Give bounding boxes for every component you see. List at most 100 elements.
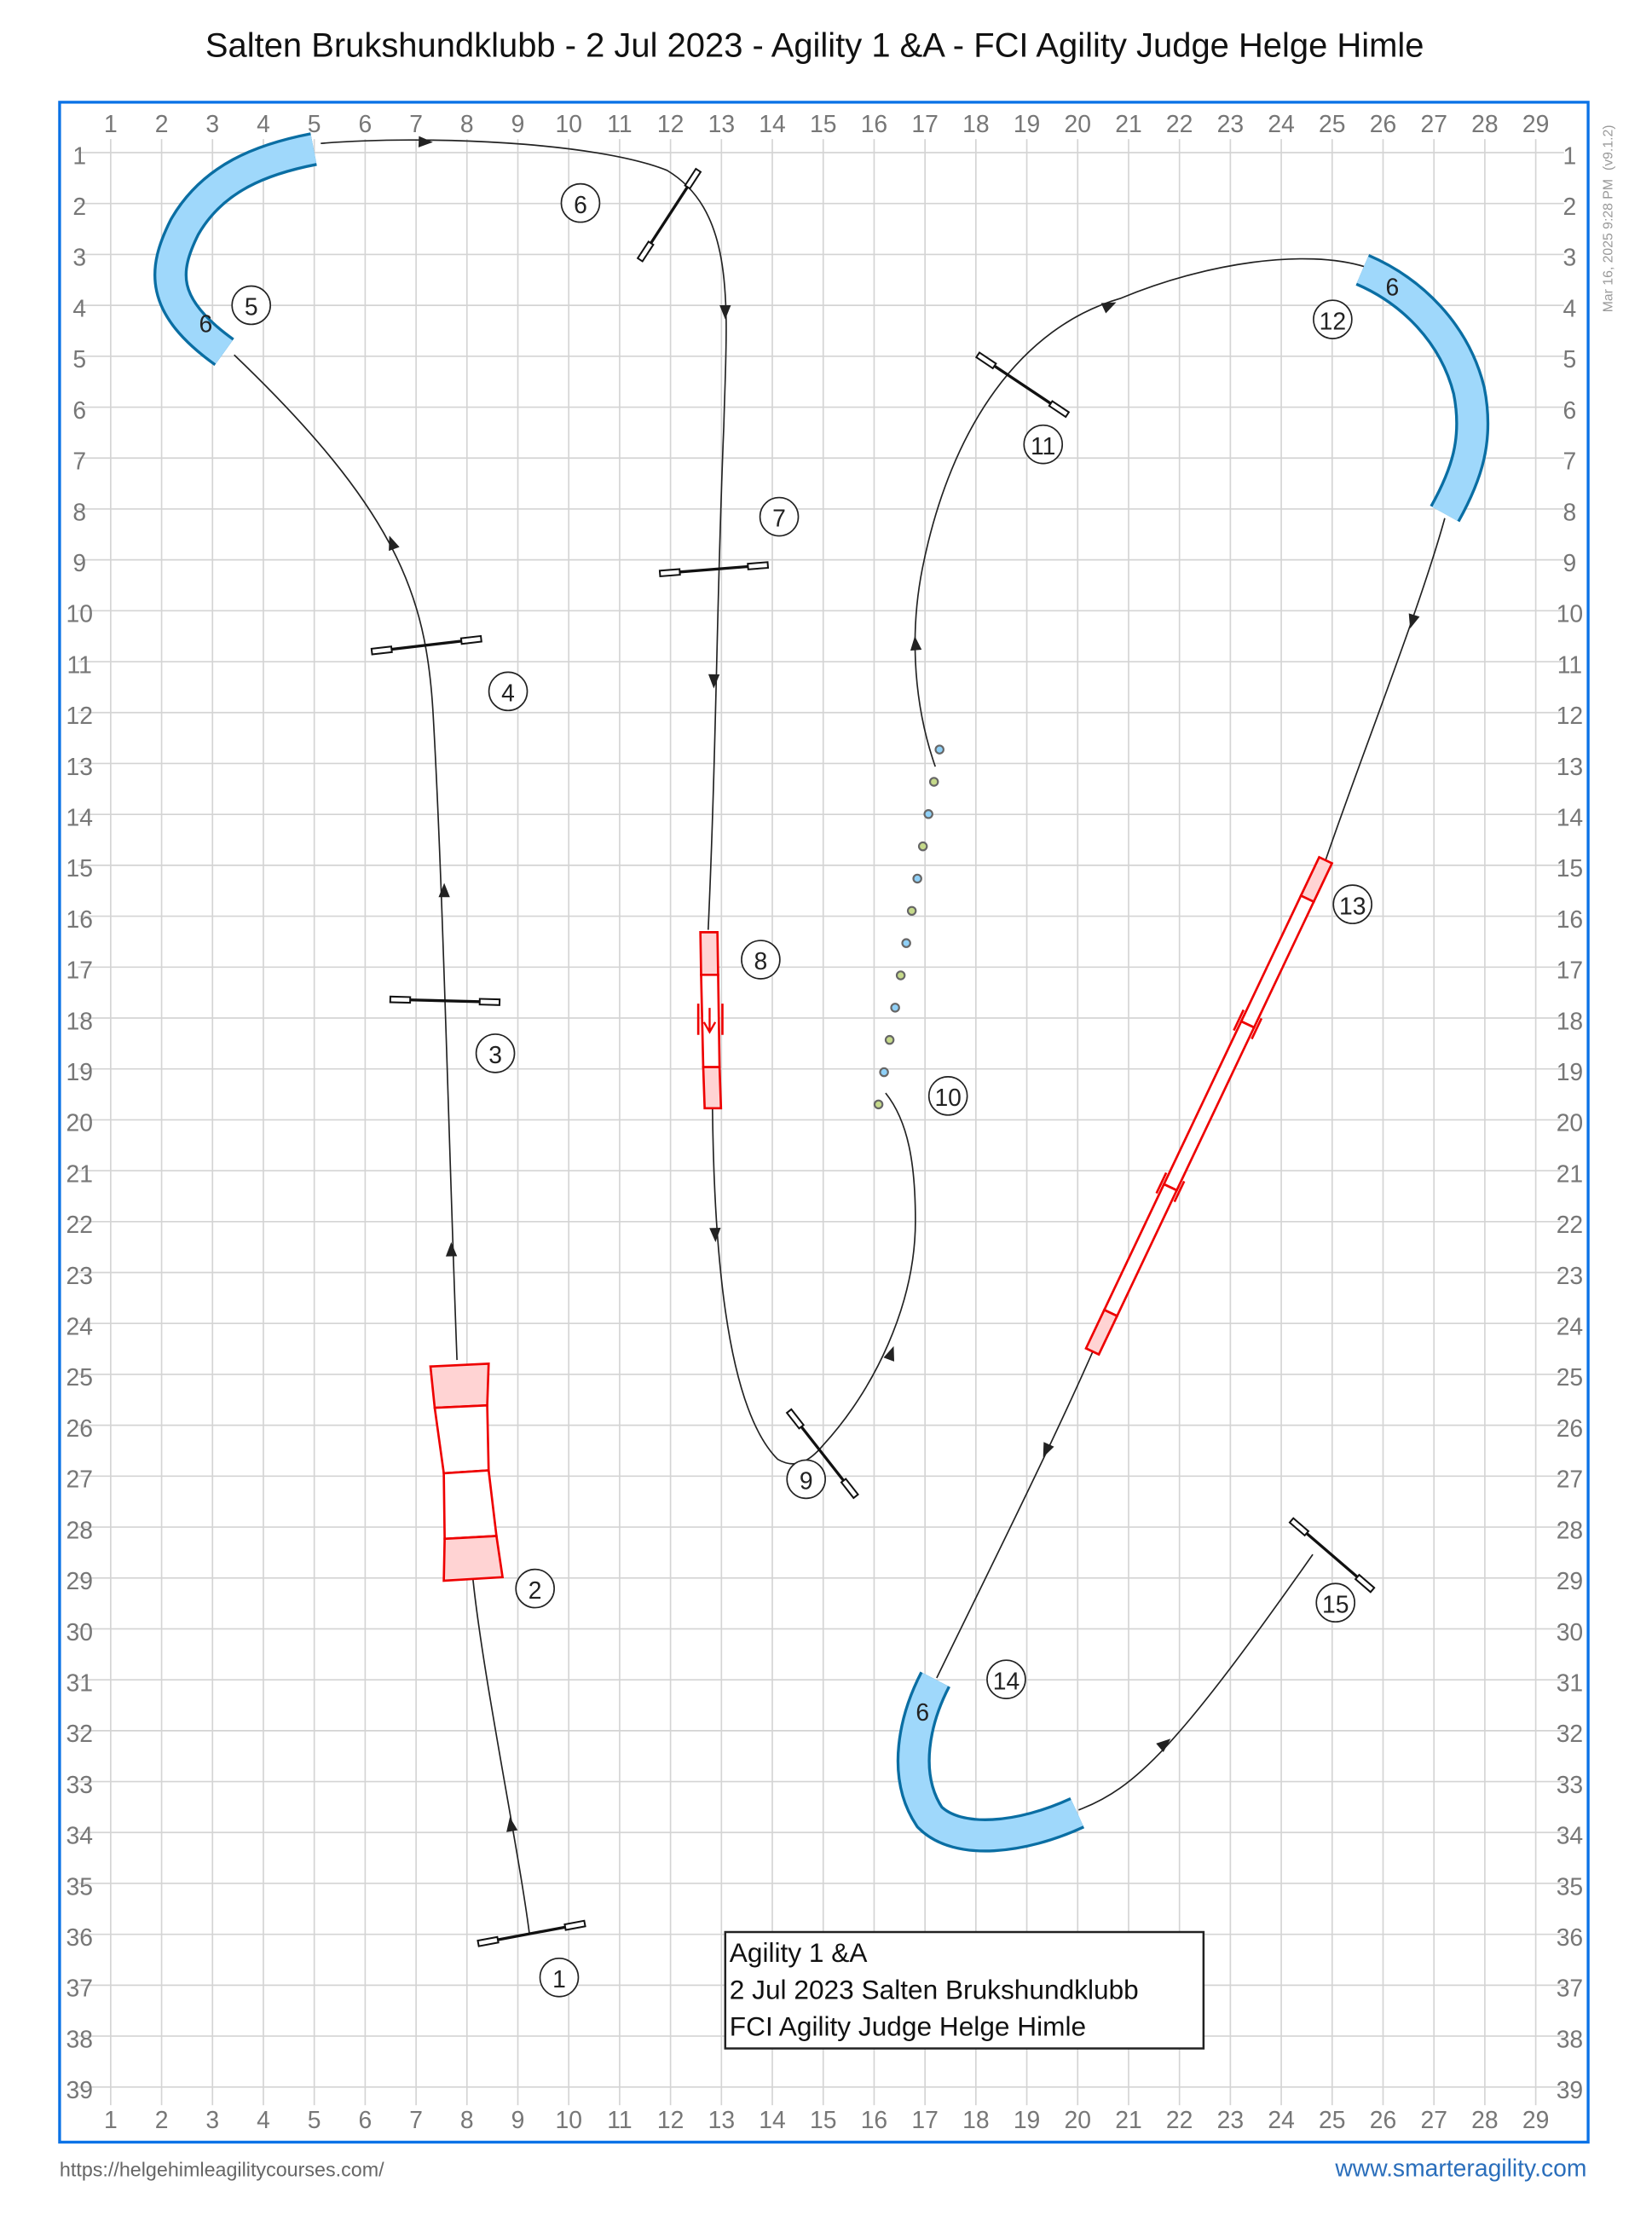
column-label-bottom: 17 [911, 2106, 938, 2133]
row-label-right: 28 [1557, 1516, 1583, 1543]
weave-pole [890, 1003, 900, 1013]
timestamp: Mar 16, 2025 9:28 PM (v9.1.2) [1601, 124, 1615, 312]
weave-pole [901, 938, 911, 948]
info-class: Agility 1 &A [730, 1937, 869, 1968]
weave-pole [879, 1067, 889, 1078]
column-label-top: 21 [1115, 110, 1141, 137]
arrow-icon [883, 1345, 894, 1362]
arrow-icon [1156, 1738, 1171, 1753]
obstacle-number-text: 10 [934, 1084, 961, 1111]
row-label-left: 15 [66, 854, 92, 882]
arrow-icon [708, 674, 720, 689]
row-label-right: 16 [1557, 905, 1583, 933]
row-label-right: 12 [1557, 702, 1583, 729]
path-12-13 [1325, 518, 1446, 861]
column-label-bottom: 9 [511, 2106, 525, 2133]
column-label-top: 2 [155, 110, 169, 137]
version-text: (v9.1.2) [1601, 124, 1615, 171]
column-label-top: 17 [911, 110, 938, 137]
obstacle-number-8: 8 [741, 940, 781, 980]
obstacle-number-text: 13 [1339, 892, 1366, 919]
footer-url[interactable]: https://helgehimleagilitycourses.com/ [60, 2158, 384, 2180]
tunnel-length-label: 6 [916, 1698, 929, 1726]
weave-pole [912, 873, 922, 884]
row-label-left: 18 [66, 1007, 92, 1034]
column-label-bottom: 26 [1370, 2106, 1396, 2133]
row-label-left: 39 [66, 2076, 92, 2103]
column-label-top: 20 [1065, 110, 1091, 137]
column-label-top: 8 [460, 110, 474, 137]
row-label-left: 6 [72, 396, 86, 424]
seesaw-8 [696, 931, 724, 1110]
obstacle-number-text: 14 [993, 1667, 1020, 1694]
row-label-left: 29 [66, 1567, 92, 1594]
row-label-left: 17 [66, 957, 92, 984]
info-box: Agility 1 &A 2 Jul 2023 Salten Brukshund… [724, 1930, 1205, 2050]
seesaw-direction-arrow [702, 1008, 717, 1034]
row-label-right: 1 [1563, 142, 1577, 169]
row-label-left: 34 [66, 1822, 92, 1849]
tunnel-length-label: 6 [1385, 273, 1399, 300]
timestamp-text: Mar 16, 2025 9:28 PM [1601, 179, 1615, 312]
row-label-left: 5 [72, 345, 86, 373]
row-label-left: 11 [67, 651, 92, 678]
row-label-left: 10 [66, 600, 92, 628]
footer-brand-link[interactable]: www.smarteragility.com [1334, 2154, 1586, 2181]
jump-wing [840, 1478, 859, 1500]
column-label-bottom: 6 [359, 2106, 373, 2133]
column-label-bottom: 25 [1319, 2106, 1345, 2133]
column-label-bottom: 2 [155, 2106, 169, 2133]
obstacle-number-text: 6 [574, 191, 587, 218]
jump-wing [563, 1919, 586, 1931]
row-label-left: 3 [72, 244, 86, 271]
row-label-left: 13 [66, 753, 92, 780]
page-title: Salten Brukshundklubb - 2 Jul 2023 - Agi… [205, 27, 1424, 65]
row-label-left: 26 [66, 1414, 92, 1442]
row-label-left: 22 [66, 1211, 92, 1238]
row-label-right: 20 [1557, 1109, 1583, 1137]
obstacle-number-text: 12 [1320, 307, 1346, 334]
column-label-top: 12 [657, 110, 684, 137]
row-label-right: 33 [1557, 1771, 1583, 1798]
column-label-top: 19 [1014, 110, 1040, 137]
jump-wing [658, 568, 681, 578]
column-label-bottom: 3 [205, 2106, 219, 2133]
obstacle-number-9: 9 [786, 1459, 826, 1500]
arrow-icon [506, 1817, 518, 1832]
weave-pole [923, 809, 933, 819]
obstacle-number-15: 15 [1315, 1582, 1356, 1623]
path-14-15 [1078, 1553, 1314, 1811]
row-label-right: 8 [1563, 498, 1577, 525]
path-5-8 [321, 139, 727, 930]
row-label-right: 5 [1563, 345, 1577, 373]
row-label-right: 27 [1557, 1466, 1583, 1493]
column-label-bottom: 21 [1115, 2106, 1141, 2133]
row-label-right: 32 [1557, 1720, 1583, 1747]
column-label-bottom: 19 [1014, 2106, 1040, 2133]
row-label-left: 16 [66, 905, 92, 933]
row-label-left: 28 [66, 1516, 92, 1543]
column-label-top: 15 [810, 110, 836, 137]
row-label-right: 6 [1563, 396, 1577, 424]
row-label-right: 39 [1557, 2076, 1583, 2103]
tunnel-5: 6 [153, 132, 317, 367]
row-label-right: 25 [1557, 1363, 1583, 1391]
column-label-bottom: 24 [1268, 2106, 1294, 2133]
weave-pole [934, 744, 944, 755]
column-label-top: 10 [555, 110, 581, 137]
course-path [234, 139, 1446, 1934]
column-label-bottom: 1 [104, 2106, 118, 2133]
column-label-bottom: 15 [810, 2106, 836, 2133]
jump [658, 561, 770, 578]
jump-wing [370, 645, 393, 656]
weave-pole [873, 1099, 884, 1110]
row-label-right: 11 [1557, 651, 1582, 678]
obstacle-number-text: 8 [754, 947, 768, 975]
row-label-right: 38 [1557, 2025, 1583, 2052]
a-frame-2 [429, 1362, 505, 1582]
column-label-bottom: 5 [308, 2106, 321, 2133]
row-label-left: 19 [66, 1058, 92, 1085]
jump [477, 1919, 586, 1947]
path-1-2 [471, 1576, 530, 1934]
